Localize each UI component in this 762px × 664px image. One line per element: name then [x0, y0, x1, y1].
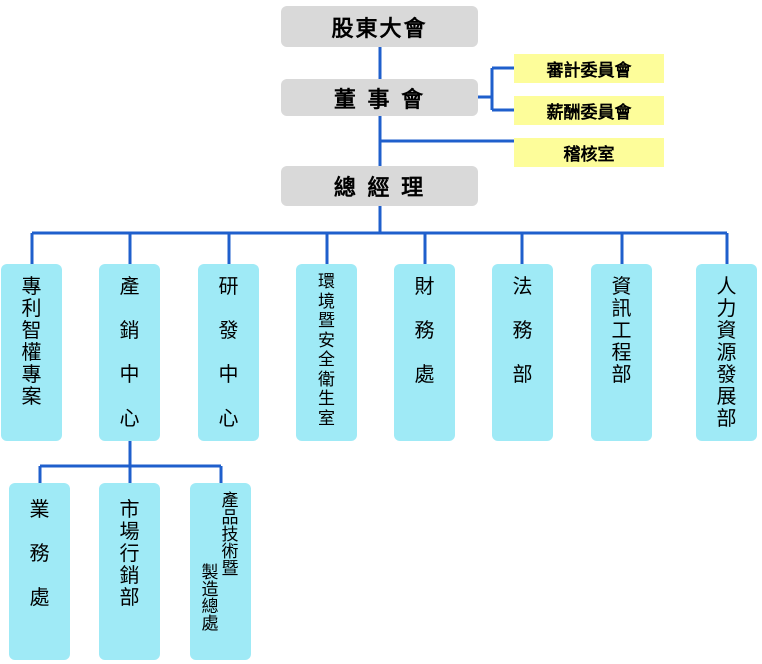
- subdept-marketing: 市 場 行 銷 部: [99, 483, 160, 660]
- remuneration-committee-label: 薪酬委員會: [546, 103, 632, 123]
- dept-legal: 法 務 部: [492, 264, 553, 441]
- dept-human-resources: 人 力 資 源 發 展 部: [696, 264, 757, 441]
- remuneration-committee-box: 薪酬委員會: [514, 96, 664, 125]
- dept-production-sales-center: 產 銷 中 心: [99, 264, 160, 441]
- dept-rd-center: 研 發 中 心: [198, 264, 259, 441]
- subdept-business-label: 業 務 處: [29, 497, 50, 609]
- dept-patent-ip-project: 專 利 智 權 專 案: [1, 264, 62, 441]
- subdept-business: 業 務 處: [9, 483, 70, 660]
- dept-rd-center-label: 研 發 中 心: [218, 274, 239, 430]
- dept-production-sales-center-label: 產 銷 中 心: [119, 274, 140, 430]
- subdept-product-tech-manufacturing: 產 品 技 術 暨 製 造 總 處: [190, 483, 251, 660]
- dept-it-engineering-label: 資 訊 工 程 部: [611, 274, 632, 386]
- shareholders-meeting-box: 股東大會: [281, 6, 478, 47]
- board-of-directors-label: 董 事 會: [333, 87, 426, 113]
- dept-it-engineering: 資 訊 工 程 部: [591, 264, 652, 441]
- internal-audit-box: 稽核室: [514, 138, 664, 167]
- subdept-product-tech-col2: 製 造 總 處: [201, 563, 219, 634]
- dept-finance: 財 務 處: [394, 264, 455, 441]
- dept-environment-safety-health: 環 境 暨 安 全 衛 生 室: [296, 264, 357, 441]
- dept-patent-ip-project-label: 專 利 智 權 專 案: [21, 274, 42, 408]
- general-manager-label: 總 經 理: [333, 176, 426, 201]
- audit-committee-label: 審計委員會: [546, 61, 632, 81]
- board-of-directors-box: 董 事 會: [281, 79, 478, 116]
- dept-environment-safety-health-label: 環 境 暨 安 全 衛 生 室: [318, 272, 335, 429]
- dept-human-resources-label: 人 力 資 源 發 展 部: [716, 274, 737, 430]
- subdept-product-tech-col1: 產 品 技 術 暨: [221, 491, 239, 579]
- dept-legal-label: 法 務 部: [512, 274, 533, 386]
- general-manager-box: 總 經 理: [281, 166, 478, 206]
- audit-committee-box: 審計委員會: [514, 54, 664, 83]
- shareholders-meeting-label: 股東大會: [331, 16, 428, 42]
- subdept-marketing-label: 市 場 行 銷 部: [119, 497, 140, 609]
- internal-audit-label: 稽核室: [563, 145, 615, 165]
- dept-finance-label: 財 務 處: [414, 274, 435, 386]
